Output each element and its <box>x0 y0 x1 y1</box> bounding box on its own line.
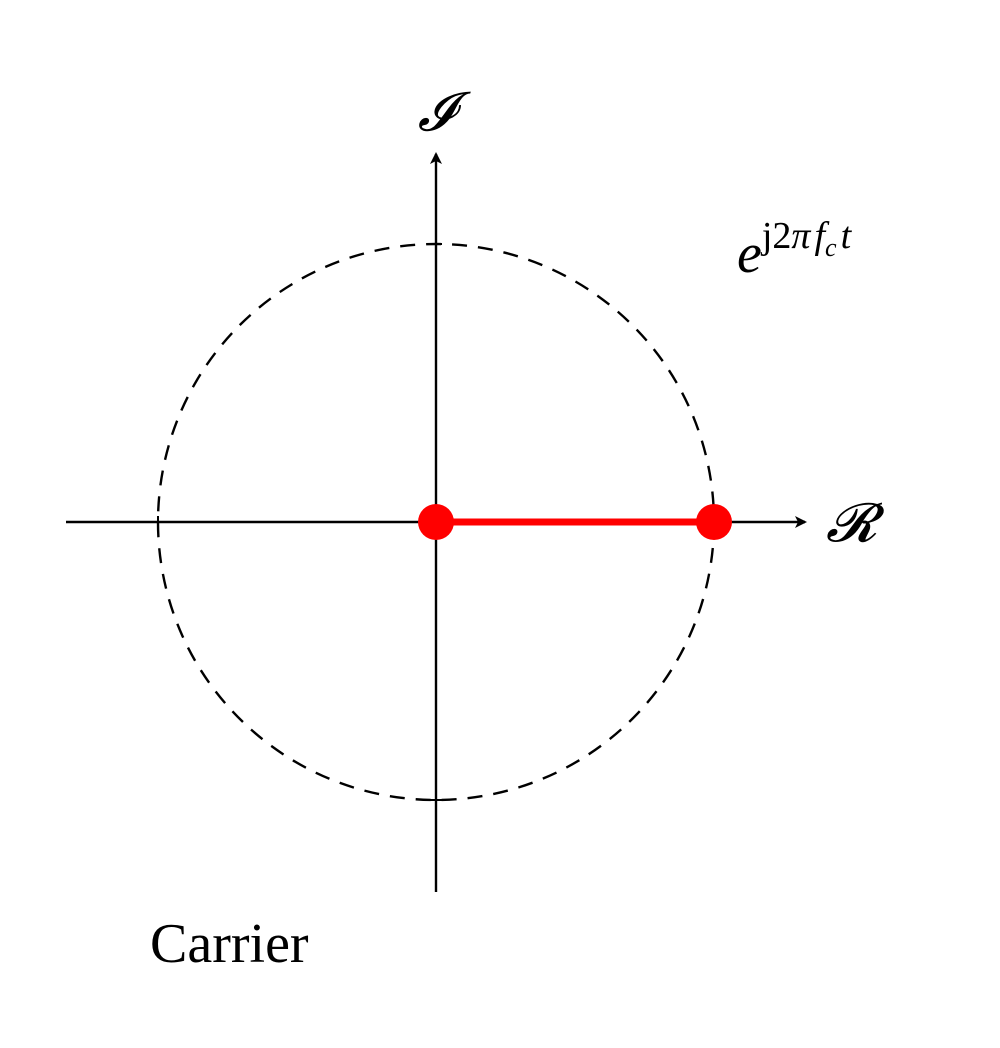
phasor-tip-dot <box>696 504 732 540</box>
imaginary-axis-label: 𝓘 <box>418 80 472 143</box>
real-axis-label: 𝓡 <box>826 491 885 554</box>
caption: Carrier <box>150 913 309 975</box>
phasor-origin-dot <box>418 504 454 540</box>
